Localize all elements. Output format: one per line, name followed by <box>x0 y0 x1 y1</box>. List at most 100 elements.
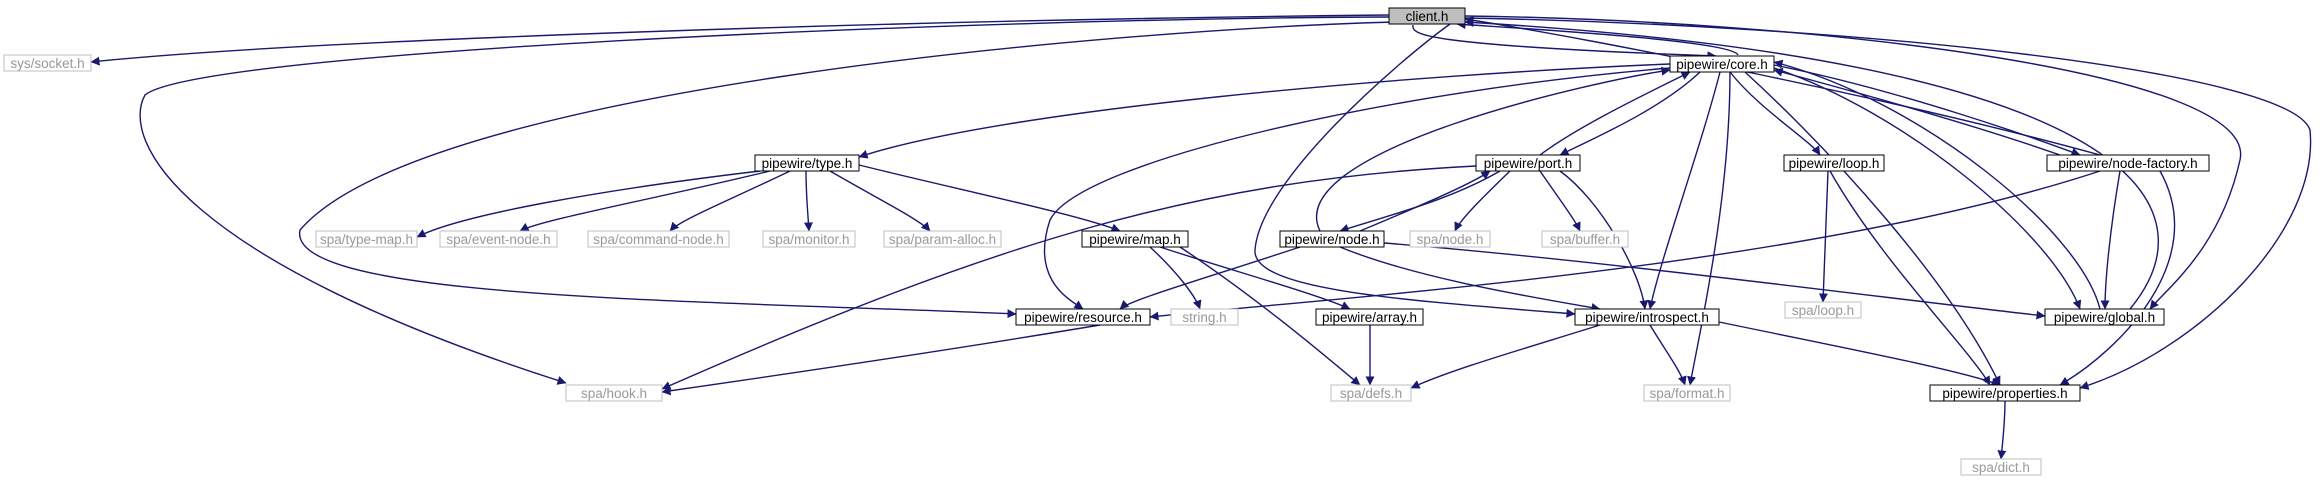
edge-nodefactory-to-global <box>2100 170 2121 310</box>
node-node[interactable]: pipewire/node.h <box>1279 230 1385 248</box>
node-label: pipewire/introspect.h <box>1585 310 1709 325</box>
node-box <box>762 230 856 248</box>
node-defs: spa/defs.h <box>1330 384 1412 402</box>
node-port[interactable]: pipewire/port.h <box>1475 154 1581 172</box>
edge-map-to-array <box>1159 246 1351 310</box>
node-buffer: spa/buffer.h <box>1541 230 1629 248</box>
edge-client-to-resource <box>299 21 1396 319</box>
node-label: pipewire/node-factory.h <box>2058 156 2197 171</box>
node-socket: sys/socket.h <box>3 54 92 72</box>
node-box <box>1960 458 2042 476</box>
node-label: pipewire/resource.h <box>1024 310 1142 325</box>
node-label: pipewire/array.h <box>1322 310 1417 325</box>
node-eventnode: spa/event-node.h <box>439 230 558 248</box>
node-map[interactable]: pipewire/map.h <box>1081 230 1189 248</box>
node-label: spa/type-map.h <box>320 232 413 247</box>
node-box <box>1279 230 1385 248</box>
edge-global-to-client <box>1464 18 2159 310</box>
edge-core-to-type <box>858 63 1671 159</box>
edge-port-to-hook <box>661 165 1477 390</box>
edge-type-to-typemap <box>416 170 761 238</box>
node-core[interactable]: pipewire/core.h <box>1669 55 1775 73</box>
edge-node-to-introspect <box>1339 246 1601 312</box>
edge-core-to-nodefactory <box>1773 64 2081 157</box>
edge-core-to-client <box>1456 20 1739 56</box>
node-label: pipewire/core.h <box>1676 57 1768 72</box>
edge-global-to-core <box>1773 59 2101 310</box>
edge-introspect-to-format <box>1649 324 1687 386</box>
node-box <box>1669 55 1775 73</box>
edge-port-to-core <box>1539 71 1691 156</box>
node-label: spa/dict.h <box>1972 460 2030 475</box>
edge-core-to-introspect <box>1647 71 1721 310</box>
node-global[interactable]: pipewire/global.h <box>2044 308 2165 326</box>
edge-introspect-to-properties <box>1718 321 2001 387</box>
node-resource[interactable]: pipewire/resource.h <box>1015 308 1151 326</box>
node-label: spa/node.h <box>1417 232 1484 247</box>
node-label: pipewire/type.h <box>762 156 853 171</box>
node-label: pipewire/global.h <box>2054 310 2155 325</box>
edge-node-to-port <box>1359 170 1491 232</box>
edge-type-to-map <box>858 164 1121 233</box>
node-box <box>3 54 92 72</box>
edge-loop-to-spaloop <box>1818 170 1829 303</box>
node-loop[interactable]: pipewire/loop.h <box>1783 154 1885 172</box>
node-monitor: spa/monitor.h <box>762 230 856 248</box>
node-label: pipewire/map.h <box>1089 232 1181 247</box>
node-spaloop: spa/loop.h <box>1784 301 1862 319</box>
node-nodefactory[interactable]: pipewire/node-factory.h <box>2046 154 2210 172</box>
node-label: client.h <box>1406 9 1449 24</box>
node-client[interactable]: client.h <box>1388 7 1466 25</box>
node-label: string.h <box>1182 310 1226 325</box>
edge-core-to-resource <box>1043 67 1671 310</box>
node-label: pipewire/loop.h <box>1789 156 1880 171</box>
node-spanode: spa/node.h <box>1409 230 1491 248</box>
node-box <box>1929 384 2081 402</box>
edge-port-to-buffer <box>1539 170 1581 232</box>
edge-client-to-core <box>1412 24 1717 61</box>
node-label: pipewire/node.h <box>1284 232 1379 247</box>
edge-client-to-introspect <box>1254 23 1576 318</box>
node-label: spa/monitor.h <box>768 232 849 247</box>
node-box <box>1015 308 1151 326</box>
node-box <box>1388 7 1466 25</box>
node-label: spa/param-alloc.h <box>889 232 996 247</box>
edge-client-to-global <box>1464 15 2242 310</box>
edge-client-to-socket <box>90 14 1390 66</box>
node-label: spa/buffer.h <box>1550 232 1620 247</box>
node-commandnode: spa/command-node.h <box>587 230 730 248</box>
edge-nodefactory-to-core <box>1773 67 2061 156</box>
node-format: spa/format.h <box>1643 384 1731 402</box>
edge-client-to-hook <box>139 16 1390 385</box>
node-label: pipewire/port.h <box>1484 156 1573 171</box>
edge-node-to-resource <box>1119 246 1301 310</box>
edge-resource-to-hook <box>661 324 1101 396</box>
node-array[interactable]: pipewire/array.h <box>1315 308 1424 326</box>
edge-node-to-core <box>1316 66 1671 232</box>
edge-introspect-to-defs <box>1410 324 1601 389</box>
node-box <box>883 230 1002 248</box>
edge-map-to-defs <box>1179 246 1361 386</box>
node-box <box>1541 230 1629 248</box>
edge-core-to-properties <box>1744 71 2001 386</box>
node-dict: spa/dict.h <box>1960 458 2042 476</box>
edge-map-to-string <box>1149 246 1202 310</box>
node-box <box>1475 154 1581 172</box>
edge-core-to-port <box>1559 71 1701 156</box>
node-type[interactable]: pipewire/type.h <box>754 154 860 172</box>
edge-core-to-format <box>1687 71 1731 386</box>
edge-properties-to-dict <box>1997 400 2007 460</box>
node-box <box>1081 230 1189 248</box>
node-label: spa/defs.h <box>1340 386 1402 401</box>
node-box <box>754 154 860 172</box>
edge-type-to-eventnode <box>519 170 771 232</box>
node-properties[interactable]: pipewire/properties.h <box>1929 384 2081 402</box>
nodes-layer: client.h sys/socket.h pipewire/core.h pipew… <box>3 7 2210 476</box>
node-box <box>1643 384 1731 402</box>
node-introspect[interactable]: pipewire/introspect.h <box>1574 308 1720 326</box>
node-paramalloc: spa/param-alloc.h <box>883 230 1002 248</box>
edge-type-to-monitor <box>803 170 813 232</box>
node-label: spa/loop.h <box>1792 303 1854 318</box>
node-box <box>1783 154 1885 172</box>
